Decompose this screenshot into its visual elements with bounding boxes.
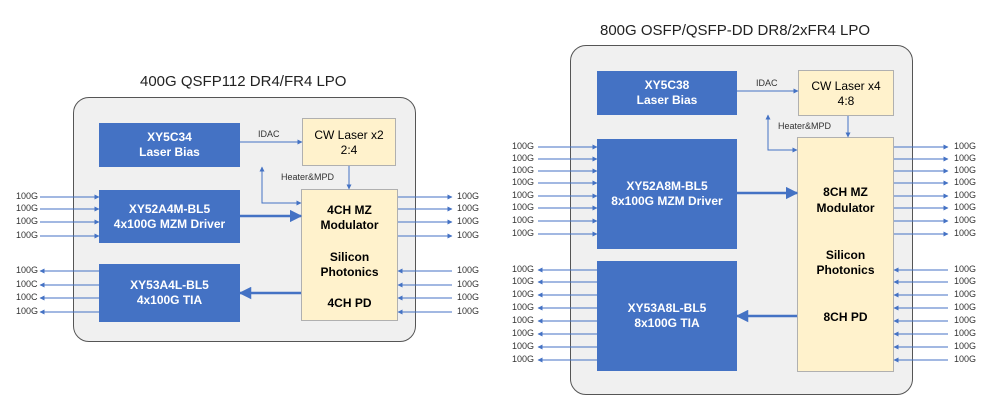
right-sp-mod-line1: 8CH MZ xyxy=(823,185,868,199)
right-rx-out-label: 100G xyxy=(512,354,535,364)
left-tx-out-label: 100G xyxy=(457,203,480,213)
right-tx-in-label: 100G xyxy=(512,165,535,175)
right-tx-in-label: 100G xyxy=(512,153,535,163)
right-tx-in-label: 100G xyxy=(512,202,535,212)
right-tx-out-label: 100G xyxy=(954,215,977,225)
left-driver-block: XY52A4M-BL5 4x100G MZM Driver xyxy=(99,190,240,243)
left-sp-sil-line2: Photonics xyxy=(320,265,379,279)
right-rx-out-label: 100G xyxy=(512,264,535,274)
right-rx-in-label: 100G xyxy=(954,276,977,286)
left-rx-in-label: 100G xyxy=(457,306,480,316)
right-tia-name: XY53A8L-BL5 xyxy=(627,301,707,315)
left-cw-laser-name: CW Laser x2 xyxy=(314,128,384,142)
left-driver-sub: 4x100G MZM Driver xyxy=(113,216,226,231)
right-rx-out-label: 100G xyxy=(512,289,535,299)
right-tx-out-label: 100G xyxy=(954,165,977,175)
left-laser-bias-block: XY5C34 Laser Bias xyxy=(99,123,240,167)
right-heater-mpd-arrow xyxy=(765,114,798,153)
right-tia-sub: 8x100G TIA xyxy=(634,316,700,330)
right-cw-laser-name: CW Laser x4 xyxy=(811,79,881,93)
left-rx-in-label: 100G xyxy=(457,292,480,302)
left-rx-out-label: 100C xyxy=(16,279,38,289)
right-rx-in-label: 100G xyxy=(954,341,977,351)
right-tx-out-label: 100G xyxy=(954,177,977,187)
right-sp-mod-line2: Modulator xyxy=(816,201,875,215)
left-tx-in-label: 100G xyxy=(16,230,39,240)
left-tx-out-label: 100G xyxy=(457,230,480,240)
right-cw-laser-block: CW Laser x4 4:8 xyxy=(798,70,894,116)
left-idac-label: IDAC xyxy=(258,129,280,139)
left-tx-out-label: 100G xyxy=(457,216,480,226)
right-driver-name: XY52A8M-BL5 xyxy=(626,179,708,193)
right-rx-out-label: 100G xyxy=(512,302,535,312)
left-laser-bias-sub: Laser Bias xyxy=(139,145,200,159)
left-tia-block: XY53A4L-BL5 4x100G TIA xyxy=(99,264,240,322)
left-rx-in-label: 100G xyxy=(457,265,480,275)
right-rx-in-label: 100G xyxy=(954,264,977,274)
left-tia-sub: 4x100G TIA xyxy=(136,293,203,307)
right-rx-in-label: 100G xyxy=(954,289,977,299)
right-tx-out-label: 100G xyxy=(954,141,977,151)
right-tx-in-label: 100G xyxy=(512,190,535,200)
right-heater-label: Heater&MPD xyxy=(778,121,832,131)
right-rx-out-label: 100G xyxy=(512,315,535,325)
left-heater-label: Heater&MPD xyxy=(281,172,335,182)
right-tia-block: XY53A8L-BL5 8x100G TIA xyxy=(597,261,737,371)
right-tx-out-label: 100G xyxy=(954,153,977,163)
right-laser-bias-sub: Laser Bias xyxy=(636,93,698,107)
right-idac-label: IDAC xyxy=(756,78,778,88)
right-tx-in-label: 100G xyxy=(512,177,535,187)
right-rx-in-label: 100G xyxy=(954,302,977,312)
left-tx-in-label: 100G xyxy=(16,216,39,226)
right-laser-bias-name: XY5C38 xyxy=(644,78,690,92)
right-tx-in-label: 100G xyxy=(512,228,535,238)
left-tx-in-label: 100G xyxy=(16,191,39,201)
right-rx-out-label: 100G xyxy=(512,276,535,286)
right-sp-sil-line2: Photonics xyxy=(816,263,875,277)
left-tia-name: XY53A4L-BL5 xyxy=(130,278,209,292)
left-module-title: 400G QSFP112 DR4/FR4 LPO xyxy=(140,73,347,90)
left-heater-mpd-arrow xyxy=(259,166,302,206)
left-tx-in-label: 100G xyxy=(16,203,39,213)
right-tx-out-label: 100G xyxy=(954,228,977,238)
right-cw-laser-sub: 4:8 xyxy=(837,94,855,108)
right-tx-out-label: 100G xyxy=(954,190,977,200)
left-rx-in-label: 100G xyxy=(457,279,480,289)
right-laser-bias-block: XY5C38 Laser Bias xyxy=(597,71,737,115)
right-rx-in-label: 100G xyxy=(954,315,977,325)
left-rx-out-label: 100C xyxy=(16,292,38,302)
left-driver-name: XY52A4M-BL5 xyxy=(128,201,211,216)
right-driver-sub: 8x100G MZM Driver xyxy=(611,194,723,208)
left-sp-mod-line2: Modulator xyxy=(320,218,379,232)
right-rx-in-label: 100G xyxy=(954,328,977,338)
left-sp-mod-line1: 4CH MZ xyxy=(327,203,372,217)
left-tx-out-label: 100G xyxy=(457,191,480,201)
right-module-title: 800G OSFP/QSFP-DD DR8/2xFR4 LPO xyxy=(600,22,871,39)
right-sp-pd: 8CH PD xyxy=(823,310,868,324)
right-silicon-photonics-block: 8CH MZ Modulator Silicon Photonics 8CH P… xyxy=(797,137,894,372)
left-sp-pd: 4CH PD xyxy=(327,296,372,310)
left-cw-laser-block: CW Laser x2 2:4 xyxy=(302,118,396,166)
right-sp-sil-line1: Silicon xyxy=(825,248,866,262)
right-tx-in-label: 100G xyxy=(512,215,535,225)
left-silicon-photonics-block: 4CH MZ Modulator Silicon Photonics 4CH P… xyxy=(301,189,398,321)
left-laser-bias-name: XY5C34 xyxy=(147,130,192,144)
right-driver-block: XY52A8M-BL5 8x100G MZM Driver xyxy=(597,139,737,249)
left-sp-sil-line1: Silicon xyxy=(329,250,370,264)
right-tx-out-label: 100G xyxy=(954,202,977,212)
right-rx-in-label: 100G xyxy=(954,354,977,364)
right-rx-out-label: 100G xyxy=(512,341,535,351)
left-rx-out-label: 100G xyxy=(16,265,39,275)
left-rx-out-label: 100G xyxy=(16,306,39,316)
left-cw-laser-sub: 2:4 xyxy=(340,143,358,157)
right-rx-out-label: 100G xyxy=(512,328,535,338)
right-tx-in-label: 100G xyxy=(512,141,535,151)
